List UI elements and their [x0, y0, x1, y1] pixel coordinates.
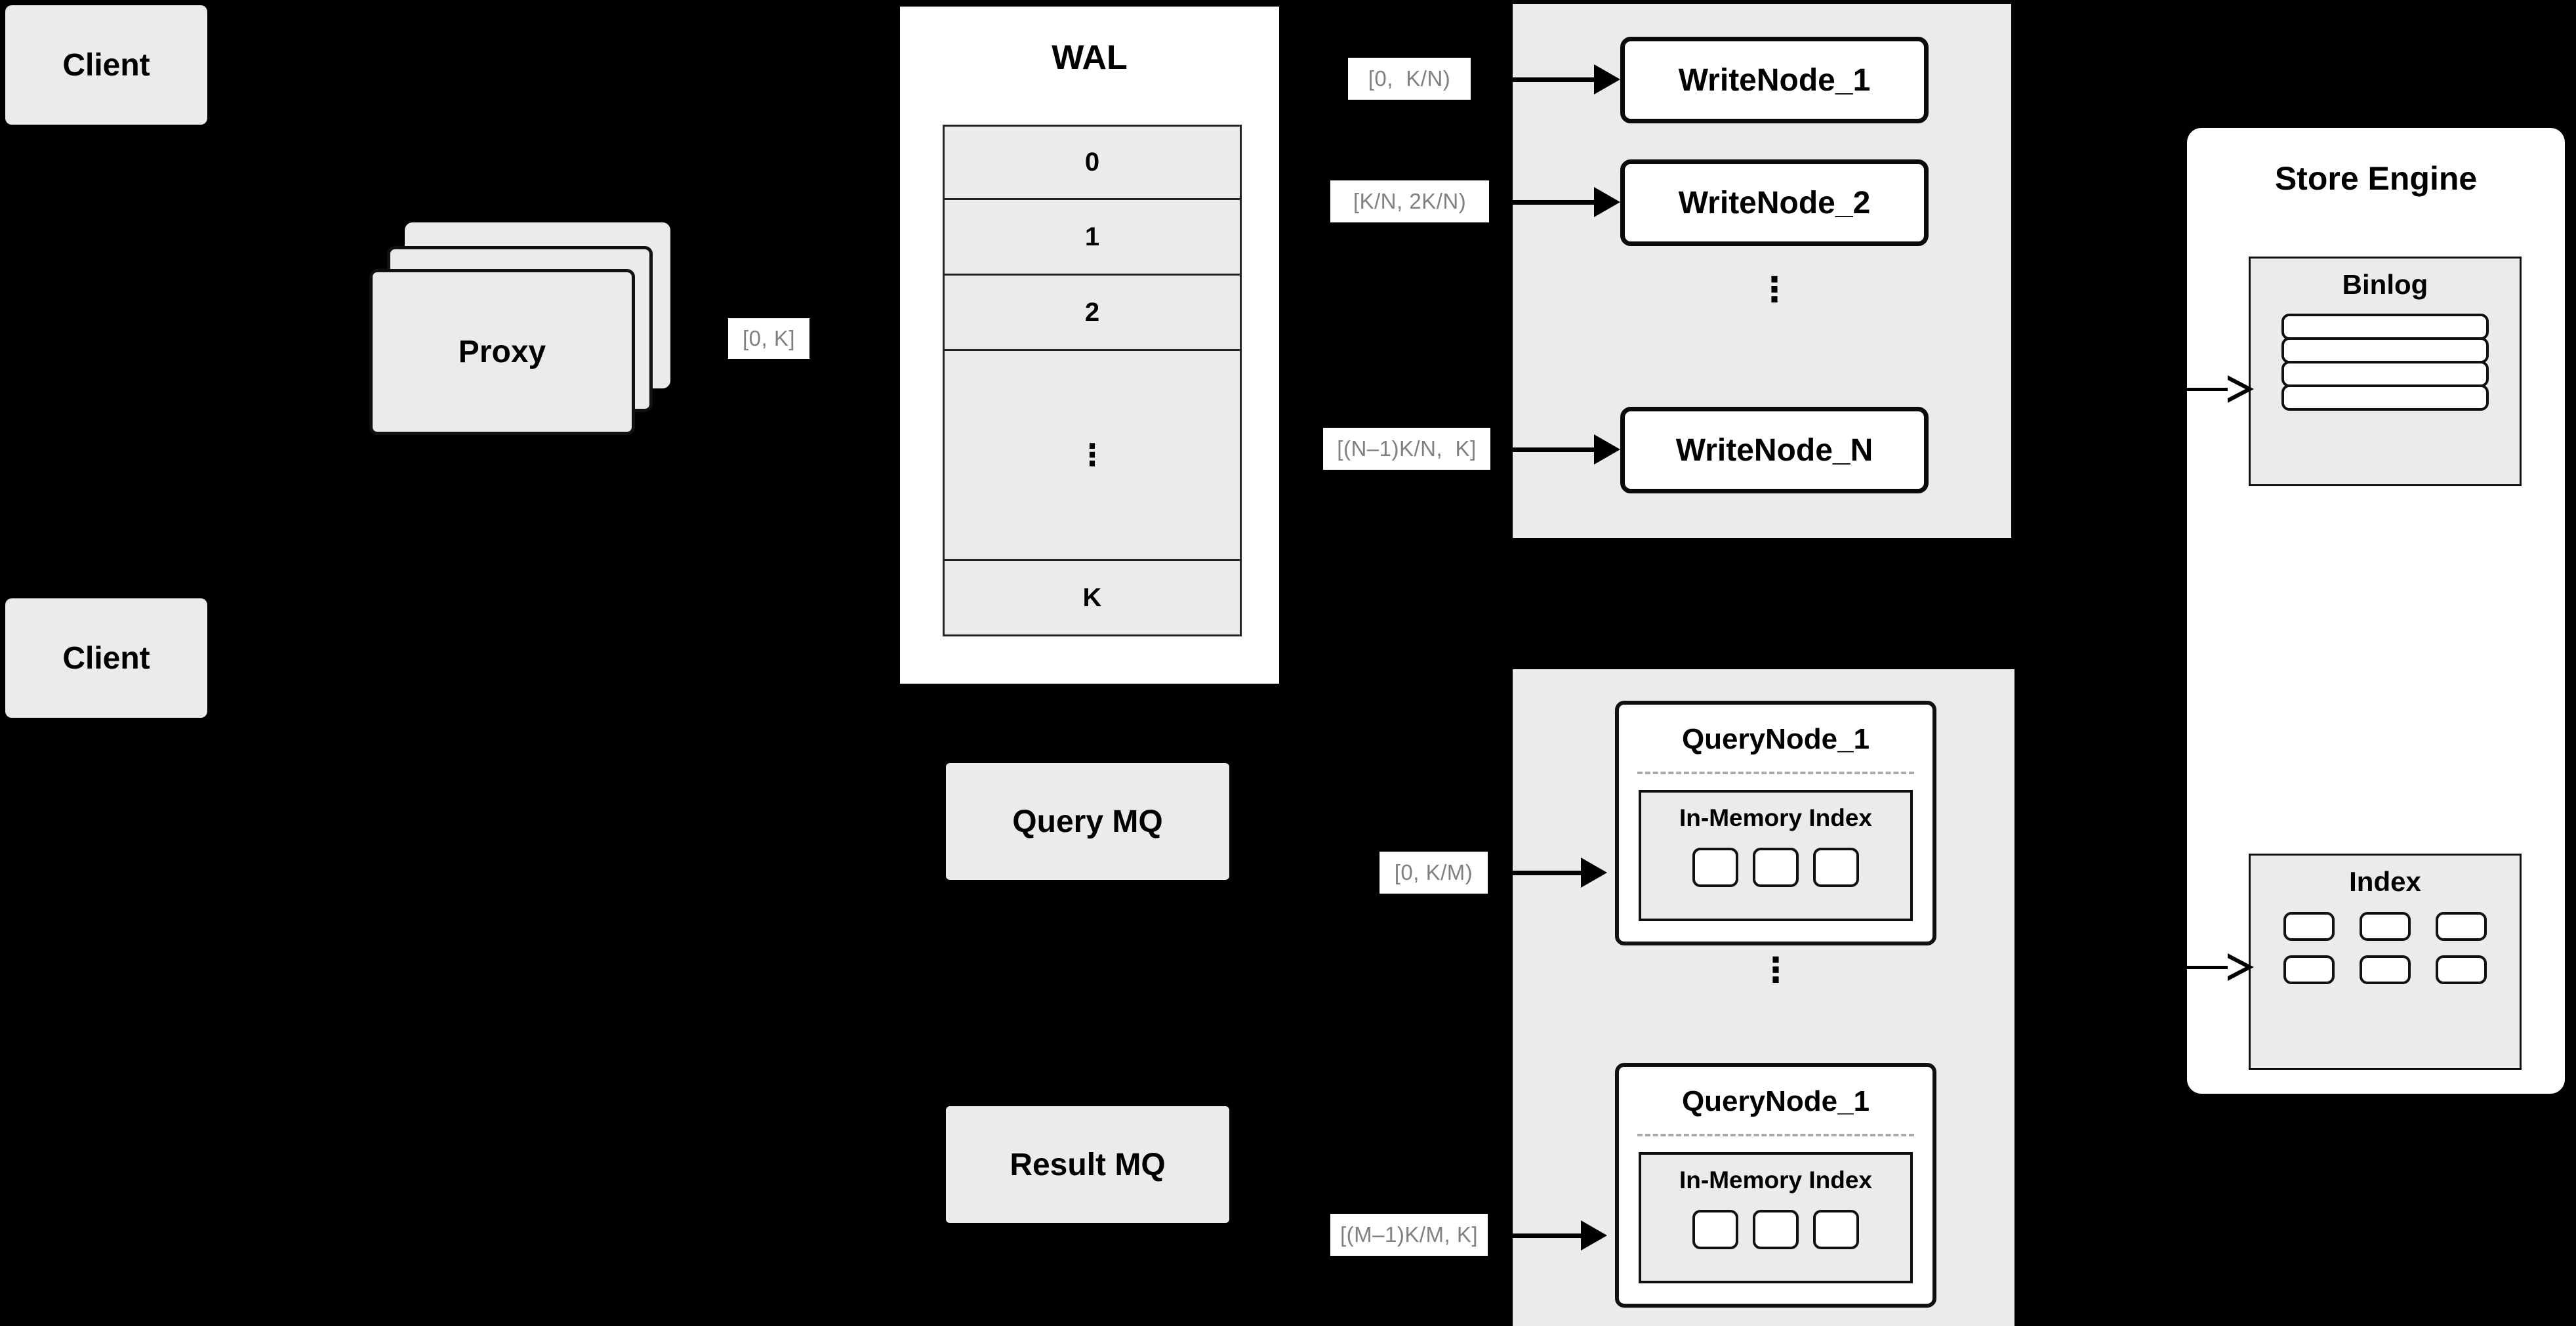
in-memory-index-title: In-Memory Index: [1679, 804, 1872, 831]
binlog-row: [2281, 384, 2489, 411]
index-slot: [1753, 848, 1799, 887]
range-label-query-1: [0, K/M): [1380, 852, 1488, 894]
index-slot: [1692, 848, 1738, 887]
arrow-head-query-m: [1581, 1220, 1607, 1251]
arrow-head-write-n: [1594, 434, 1620, 465]
proxy-card-front[interactable]: Proxy: [369, 269, 635, 435]
index-slot: [1753, 1210, 1799, 1249]
range-label-query-m: [(M–1)K/M, K]: [1330, 1214, 1488, 1256]
query-node-ellipsis: ⋮: [1615, 953, 1936, 1033]
query-mq-box[interactable]: Query MQ: [946, 763, 1229, 880]
index-slot: [2283, 912, 2335, 941]
wal-row-value: 1: [1084, 222, 1100, 251]
result-mq-box[interactable]: Result MQ: [946, 1106, 1229, 1223]
wal-row-value: 2: [1084, 297, 1100, 327]
write-node-label: WriteNode_2: [1678, 185, 1871, 220]
wal-row: 2: [943, 276, 1242, 351]
write-node-2[interactable]: WriteNode_2: [1620, 159, 1929, 246]
binlog-panel: Binlog: [2249, 257, 2522, 486]
binlog-row: [2281, 337, 2489, 363]
wal-row-ellipsis: ⋮: [943, 351, 1242, 561]
index-slot: [2436, 955, 2487, 984]
index-slot: [2436, 912, 2487, 941]
wal-row-value: K: [1082, 583, 1102, 612]
binlog-row: [2281, 314, 2489, 340]
wal-row: 0: [943, 125, 1242, 200]
range-text: [0, K/M): [1394, 860, 1473, 884]
query-node-separator: [1637, 772, 1914, 774]
client-label-1: Client: [62, 47, 150, 83]
arrow-line-query-1: [1513, 871, 1585, 875]
binlog-title: Binlog: [2342, 269, 2428, 300]
index-slot: [1692, 1210, 1738, 1249]
wal-row-value: 0: [1084, 148, 1100, 176]
arrow-line-write-1: [1513, 77, 1598, 82]
index-slot: [2360, 955, 2411, 984]
wal-row-list: 0 1 2 ⋮ K: [943, 125, 1242, 636]
wal-row: 1: [943, 200, 1242, 276]
arrow-line-binlog: [2187, 388, 2233, 391]
ellipsis-glyph: ⋮: [1759, 951, 1793, 989]
index-title: Index: [2349, 866, 2421, 897]
in-memory-index-1: In-Memory Index: [1639, 790, 1913, 921]
wal-row: K: [943, 561, 1242, 636]
result-mq-label: Result MQ: [1010, 1147, 1166, 1182]
write-node-label: WriteNode_N: [1675, 432, 1873, 468]
in-memory-index-title: In-Memory Index: [1679, 1167, 1872, 1193]
query-node-title: QueryNode_1: [1681, 723, 1870, 755]
query-node-title: QueryNode_1: [1681, 1085, 1870, 1117]
index-slot: [2360, 912, 2411, 941]
proxy-label: Proxy: [458, 335, 546, 369]
write-node-label: WriteNode_1: [1678, 62, 1871, 98]
wal-title: WAL: [1052, 39, 1128, 77]
query-mq-label: Query MQ: [1012, 804, 1163, 839]
range-label-proxy-to-wal: [0, K]: [728, 318, 809, 359]
index-slot: [1813, 848, 1859, 887]
write-node-ellipsis: ⋮: [1620, 271, 1929, 353]
range-label-write-1: [0, K/N): [1348, 58, 1471, 100]
arrow-line-write-2: [1513, 200, 1598, 205]
query-node-separator: [1637, 1134, 1914, 1136]
arrow-line-query-m: [1513, 1233, 1585, 1238]
arrow-head-write-1: [1594, 64, 1620, 94]
wal-panel: WAL 0 1 2 ⋮ K: [897, 4, 1282, 686]
query-node-1[interactable]: QueryNode_1 In-Memory Index: [1615, 701, 1936, 945]
client-box-2[interactable]: Client: [5, 598, 207, 718]
arrow-line-write-n: [1513, 447, 1598, 452]
in-memory-index-2: In-Memory Index: [1639, 1152, 1913, 1283]
write-node-1[interactable]: WriteNode_1: [1620, 37, 1929, 123]
range-text: [0, K]: [742, 326, 796, 350]
range-label-write-n: [(N–1)K/N, K]: [1323, 428, 1490, 470]
index-slot: [2283, 955, 2335, 984]
write-node-n[interactable]: WriteNode_N: [1620, 407, 1929, 493]
arrow-head-write-2: [1594, 187, 1620, 217]
arrow-head-query-1: [1581, 858, 1607, 888]
ellipsis-glyph: ⋮: [1757, 271, 1791, 309]
index-slot: [1813, 1210, 1859, 1249]
client-box-1[interactable]: Client: [5, 5, 207, 125]
range-text: [(M–1)K/M, K]: [1339, 1222, 1479, 1247]
range-text: [0, K/N): [1368, 66, 1451, 91]
range-text: [(N–1)K/N, K]: [1337, 436, 1477, 461]
range-label-write-2: [K/N, 2K/N): [1330, 180, 1489, 222]
query-node-2[interactable]: QueryNode_1 In-Memory Index: [1615, 1063, 1936, 1308]
store-engine-title: Store Engine: [2274, 160, 2478, 197]
binlog-row: [2281, 361, 2489, 387]
arrow-line-index: [2187, 966, 2233, 969]
client-label-2: Client: [62, 640, 150, 676]
wal-ellipsis: ⋮: [1077, 437, 1107, 472]
index-panel: Index: [2249, 854, 2522, 1070]
range-text: [K/N, 2K/N): [1353, 189, 1467, 213]
